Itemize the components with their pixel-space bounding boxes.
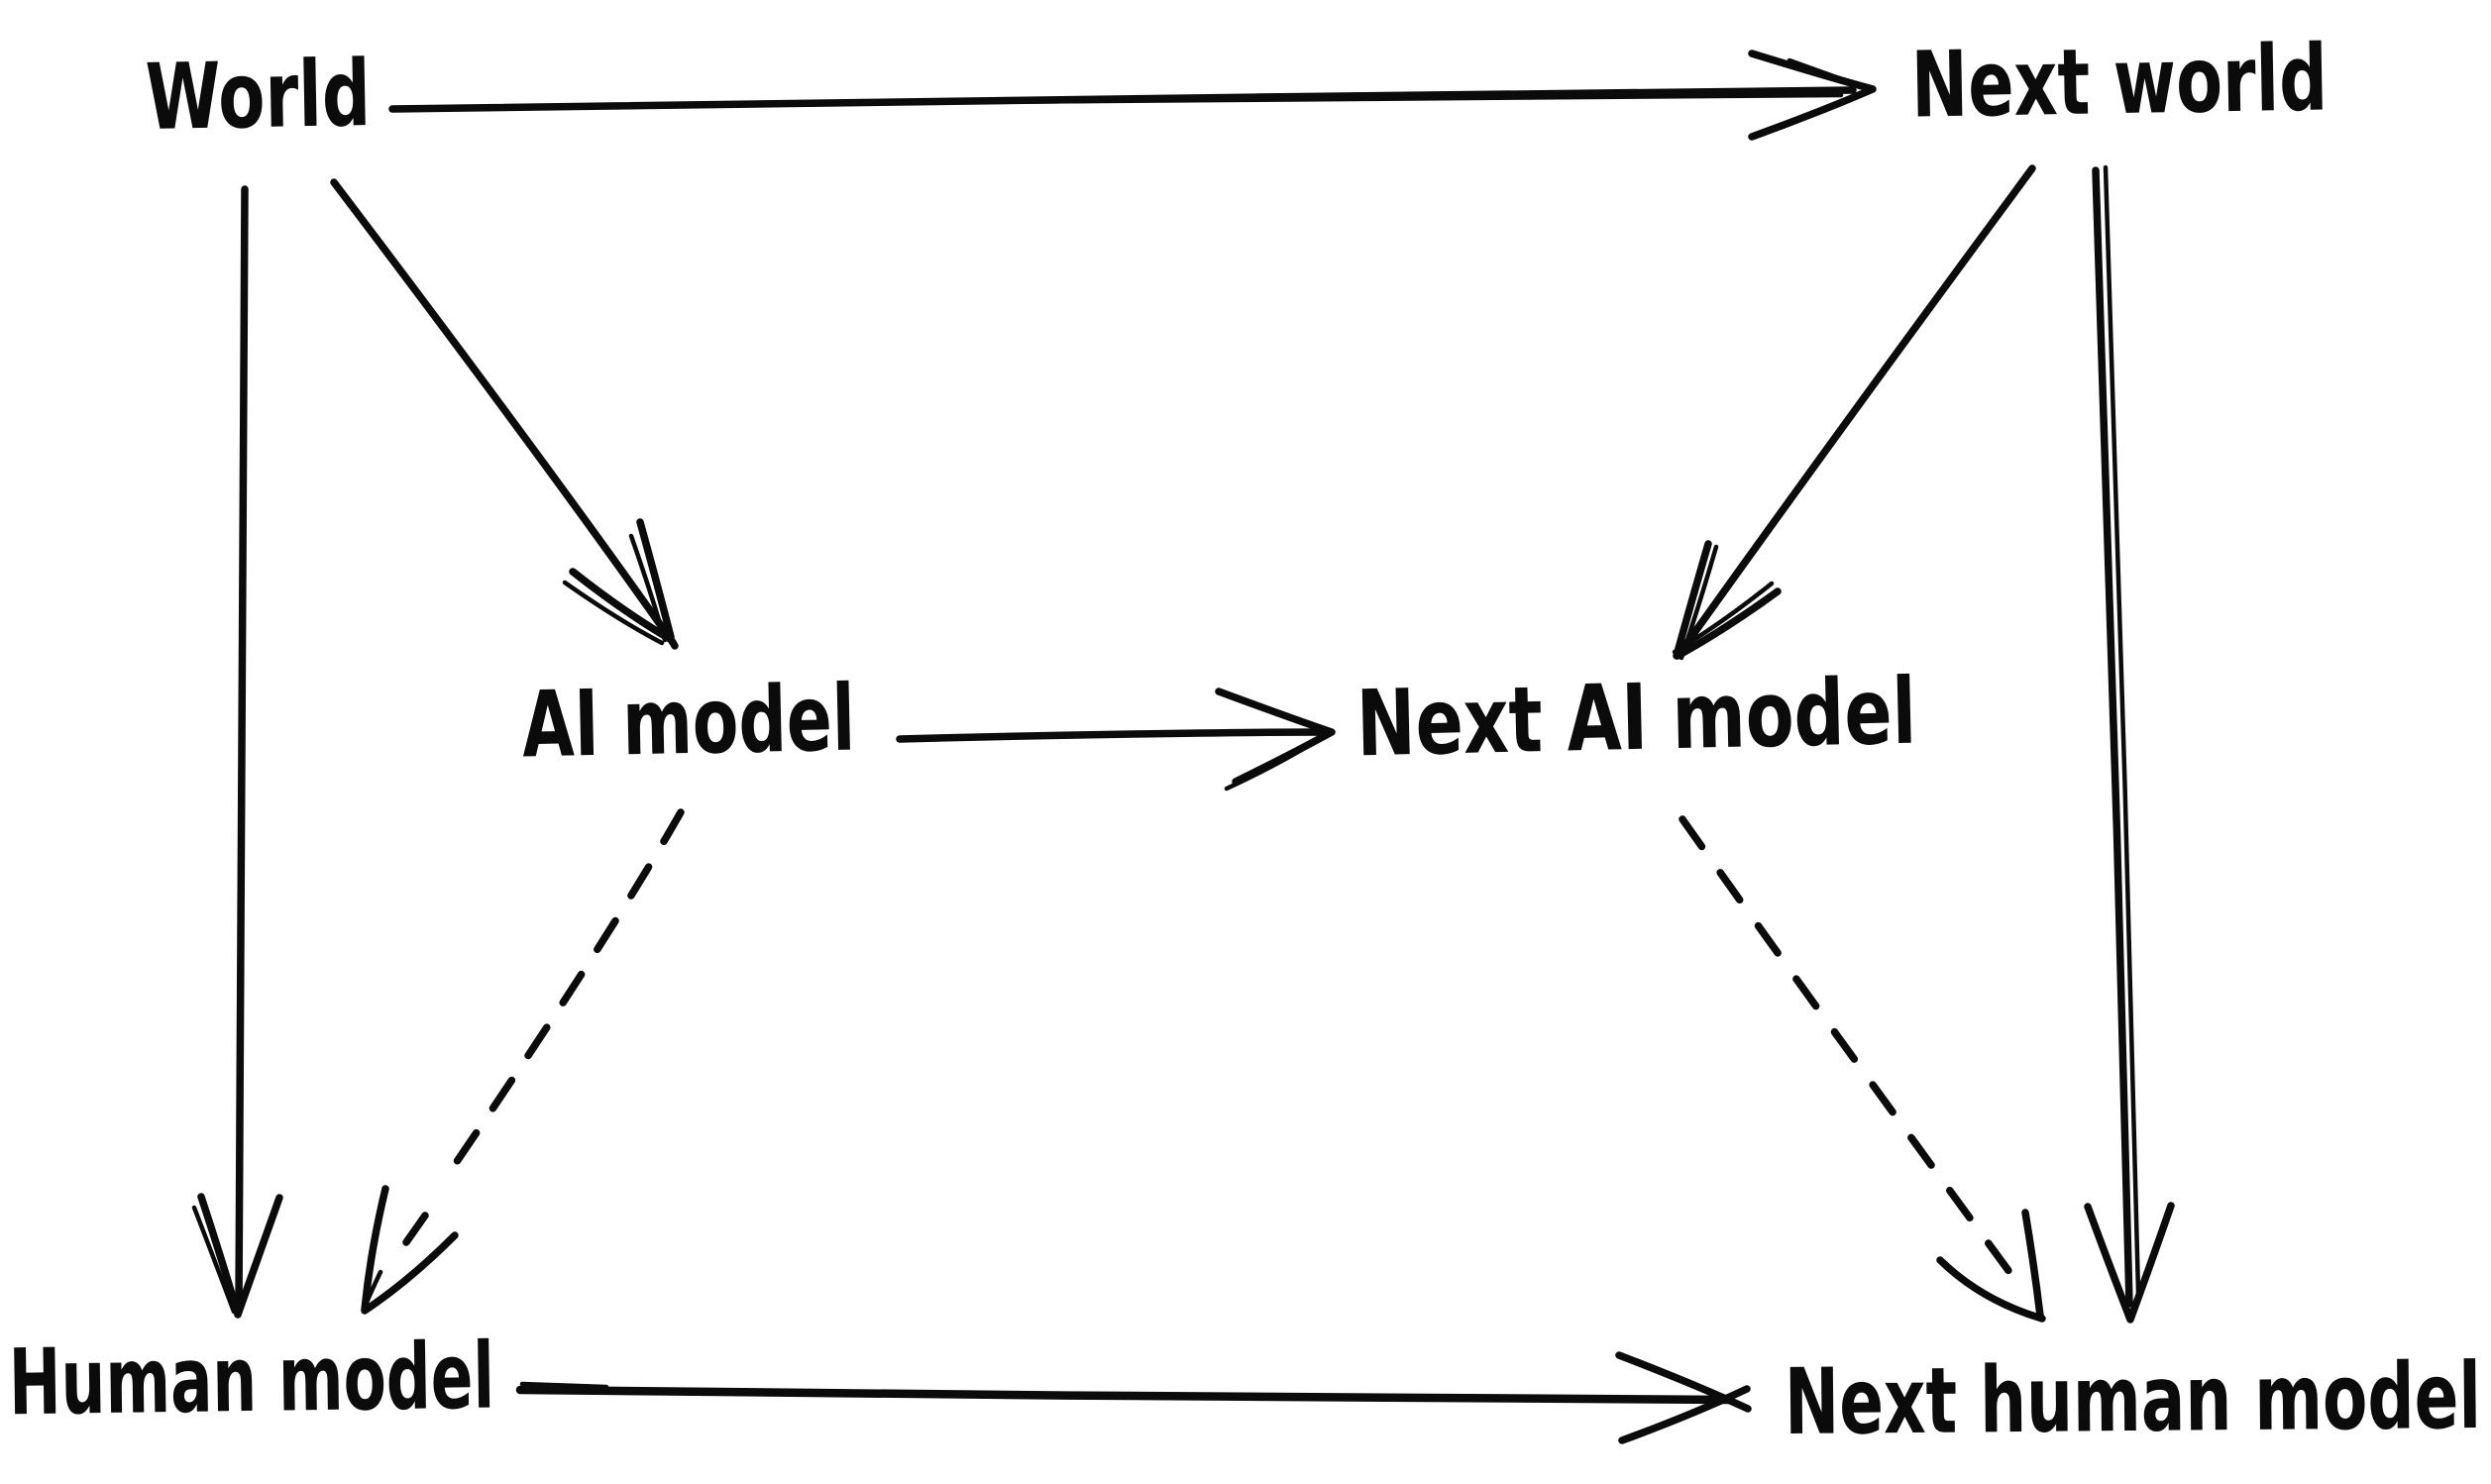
edge-dashed-line bbox=[439, 808, 685, 1186]
arrowhead-tip bbox=[663, 630, 679, 650]
edge-world-to-human-model bbox=[191, 185, 283, 1319]
arrowhead-down-icon bbox=[636, 518, 675, 641]
edge-dashed-line bbox=[1679, 815, 2027, 1295]
edge-world-to-ai-model bbox=[330, 178, 679, 650]
edge-next-ai-model-to-next-human-model-dashed bbox=[1679, 815, 2046, 1323]
arrowhead-down-icon bbox=[2084, 1202, 2175, 1324]
arrowhead-down-icon bbox=[1673, 540, 1712, 660]
edge-line bbox=[515, 1385, 1734, 1405]
arrowhead-overdraw bbox=[628, 533, 668, 643]
arrowhead-hook-icon bbox=[1936, 1256, 2046, 1323]
node-label-ai-model: AI model bbox=[521, 665, 856, 778]
edge-line bbox=[330, 178, 671, 638]
edge-line bbox=[2092, 166, 2133, 1308]
edge-next-world-to-next-ai-model bbox=[1672, 164, 2036, 661]
edge-line-overdraw bbox=[519, 1381, 609, 1390]
edge-line-overdraw bbox=[621, 92, 1844, 108]
node-label-next-ai-model: Next AI model bbox=[1355, 659, 1917, 778]
arrowhead-down-icon bbox=[1674, 587, 1782, 660]
arrowhead-down-icon bbox=[2021, 1209, 2044, 1320]
arrowhead-down-icon bbox=[361, 1231, 459, 1315]
arrowhead-tip bbox=[361, 1269, 383, 1313]
edge-ai-model-to-next-ai-model bbox=[896, 688, 1336, 792]
edge-line bbox=[896, 728, 1328, 743]
arrowhead-down-icon bbox=[361, 1185, 389, 1314]
arrowhead-down-icon bbox=[569, 568, 674, 643]
edge-ai-model-to-human-model-dashed bbox=[361, 808, 685, 1315]
edge-line bbox=[1678, 164, 2036, 655]
arrowhead-inner-tick bbox=[402, 1212, 429, 1246]
edge-world-to-next-world bbox=[388, 50, 1877, 141]
arrowhead-overdraw bbox=[1787, 57, 1870, 91]
arrowhead-down-icon bbox=[197, 1193, 283, 1319]
node-label-next-human-model: Next human model bbox=[1785, 1343, 2482, 1455]
edge-line-overdraw bbox=[2103, 164, 2141, 1296]
arrowhead-overdraw bbox=[1672, 581, 1775, 655]
arrowhead-right-icon bbox=[1618, 1385, 1751, 1444]
arrowhead-overdraw bbox=[1780, 88, 1868, 130]
edge-human-model-to-next-human-model bbox=[515, 1351, 1752, 1444]
edge-line bbox=[235, 185, 249, 1312]
arrowhead-overdraw bbox=[191, 1205, 237, 1315]
arrowhead-overdraw bbox=[1224, 732, 1329, 792]
node-label-next-world: Next world bbox=[1910, 25, 2329, 138]
arrowhead-right-icon bbox=[1215, 688, 1336, 786]
edge-next-world-to-next-human-model bbox=[2084, 164, 2175, 1324]
arrowhead-overdraw bbox=[562, 580, 665, 646]
node-label-human-model: Human model bbox=[8, 1324, 494, 1436]
node-label-world: World bbox=[145, 41, 372, 151]
arrowhead-right-icon bbox=[1615, 1351, 1752, 1413]
